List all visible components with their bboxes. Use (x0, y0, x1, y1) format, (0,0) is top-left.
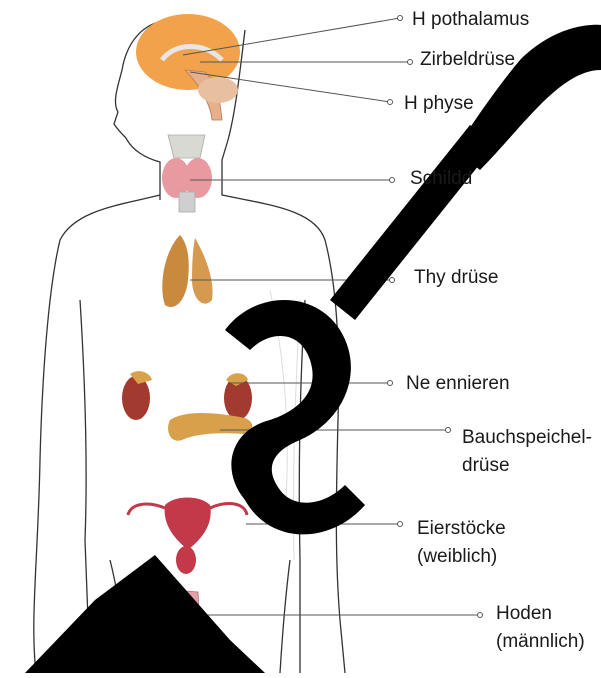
leader-dot-hypothalamus (398, 16, 403, 21)
label-thymusdruese: Thy drüse (414, 264, 498, 292)
leader-dot-thymus (390, 278, 395, 283)
watermark-letter-n (25, 555, 265, 673)
label-hoden-1: Hoden (496, 600, 552, 628)
thymus-right (192, 238, 213, 304)
label-zirbeldruese: Zirbeldrüse (420, 46, 515, 74)
label-bauchspeichel-1: Bauchspeichel- (462, 424, 592, 452)
leader-dot-hoden (478, 613, 483, 618)
leader-dot-bauchspeichel (446, 428, 451, 433)
kidney-left (122, 376, 150, 420)
leader-dot-zirbeldruese (408, 60, 413, 65)
leader-dot-schilddruese (390, 178, 395, 183)
leader-dot-nebennieren (388, 381, 393, 386)
label-eierstoecke-1: Eierstöcke (417, 515, 506, 543)
label-hypothalamus: H pothalamus (412, 6, 529, 34)
leader-dot-eierstoecke (398, 522, 403, 527)
label-nebennieren: Ne ennieren (406, 370, 510, 398)
body-outline (34, 20, 345, 673)
label-hoden-2: (männlich) (496, 628, 585, 656)
label-eierstoecke-2: (weiblich) (417, 543, 497, 571)
cerebellum (198, 77, 238, 103)
label-schilddruese: Schildd (410, 165, 472, 193)
watermark-letter-s (225, 300, 365, 534)
trachea (179, 192, 195, 212)
thyroid-cartilage (168, 135, 205, 158)
pancreas-shape (168, 413, 252, 441)
uterus-shape (165, 498, 211, 549)
leader-dot-hypophyse (388, 100, 393, 105)
thymus-left (162, 235, 188, 307)
cervix (176, 546, 196, 574)
watermark (25, 25, 601, 673)
label-hypophyse: H physe (404, 90, 474, 118)
label-bauchspeichel-2: drüse (462, 452, 510, 480)
